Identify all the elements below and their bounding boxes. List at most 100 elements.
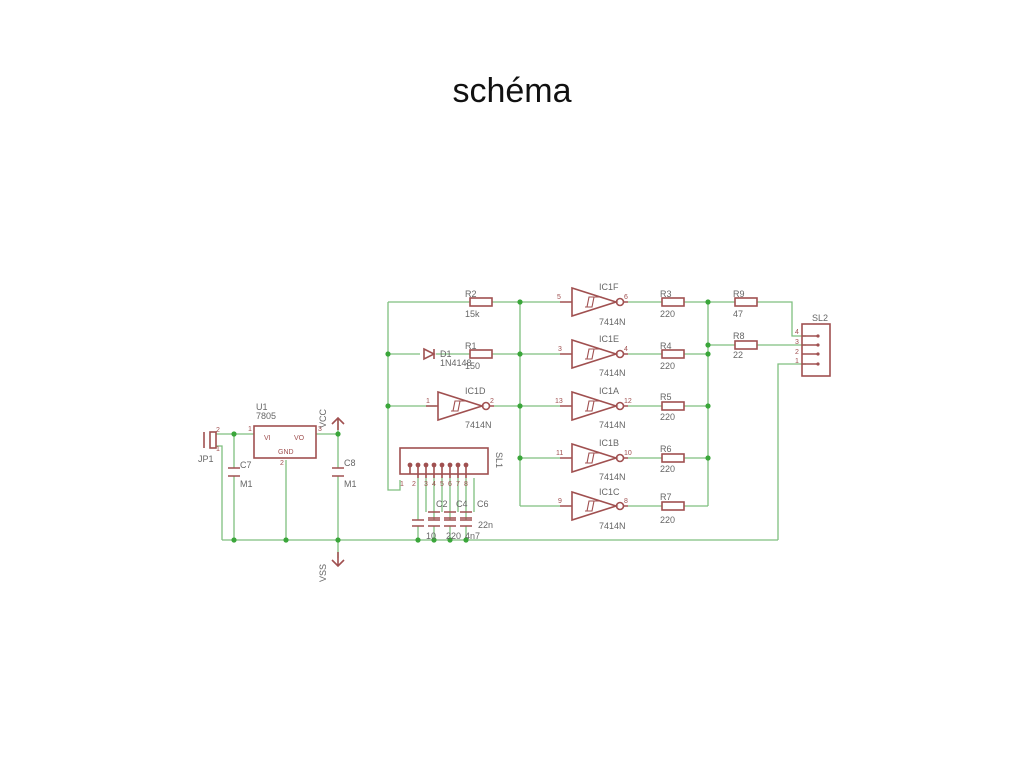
value-U1: 7805 xyxy=(256,411,276,421)
value-R5: 220 xyxy=(660,412,675,422)
label-D1: D1 xyxy=(440,349,452,359)
sl1-pin4: 4 xyxy=(432,481,436,488)
value-C10: 10 xyxy=(426,531,436,541)
pin-in-IC1A: 13 xyxy=(555,398,563,405)
pin-out-IC1F: 6 xyxy=(624,294,628,301)
label-R6: R6 xyxy=(660,444,672,454)
pin-in-IC1F: 5 xyxy=(557,294,561,301)
label-IC1D: IC1D xyxy=(465,386,486,396)
sl2-pin3: 3 xyxy=(795,339,799,346)
resistor-R3: R3 220 xyxy=(660,289,685,319)
diode-D1: D1 1N4148 xyxy=(423,347,472,368)
inverter-IC1E: 3 4 IC1E 7414N xyxy=(558,334,628,378)
regulator-U1: VI VO GND 1 3 2 U1 7805 xyxy=(248,402,322,467)
value-C4: 4n7 xyxy=(465,531,480,541)
value-IC1A: 7414N xyxy=(599,420,626,430)
label-R7: R7 xyxy=(660,492,672,502)
label-R3: R3 xyxy=(660,289,672,299)
pin-out-IC1C: 8 xyxy=(624,498,628,505)
label-VCC: VCC xyxy=(318,408,328,428)
pin-out-IC1B: 10 xyxy=(624,450,632,457)
resistor-R9: R9 47 xyxy=(733,289,758,319)
value-D1: 1N4148 xyxy=(440,358,472,368)
sl1-pin5: 5 xyxy=(440,481,444,488)
resistor-R8: R8 22 xyxy=(733,331,758,360)
value-R7: 220 xyxy=(660,515,675,525)
inverter-IC1A: 13 12 IC1A 7414N xyxy=(555,386,632,430)
u1-pin2: 2 xyxy=(280,460,284,467)
u1-pin3: 3 xyxy=(318,426,322,433)
jp1-pin2: 2 xyxy=(216,427,220,434)
u1-pin1: 1 xyxy=(248,426,252,433)
label-R1: R1 xyxy=(465,341,477,351)
value-R1: 150 xyxy=(465,361,480,371)
inverter-IC1C: 9 8 IC1C 7414N xyxy=(558,487,628,531)
junctions xyxy=(231,299,711,543)
value-C6: 22n xyxy=(478,520,493,530)
value-C8: M1 xyxy=(344,479,357,489)
inverter-IC1F: 5 6 IC1F 7414N xyxy=(557,282,628,327)
label-IC1C: IC1C xyxy=(599,487,620,497)
label-C4: C4 xyxy=(456,499,468,509)
resistor-R2: R2 15k xyxy=(465,289,493,319)
label-C8: C8 xyxy=(344,458,356,468)
label-U1: U1 xyxy=(256,402,268,412)
label-C6: C6 xyxy=(477,499,489,509)
pin-out-IC1A: 12 xyxy=(624,398,632,405)
jp1-pin1: 1 xyxy=(216,446,220,453)
value-R9: 47 xyxy=(733,309,743,319)
pin-in-IC1C: 9 xyxy=(558,498,562,505)
vss-symbol: VSS xyxy=(318,552,345,582)
value-IC1D: 7414N xyxy=(465,420,492,430)
resistor-R5: R5 220 xyxy=(660,392,685,422)
pin-out-IC1E: 4 xyxy=(624,346,628,353)
pin-in-IC1E: 3 xyxy=(558,346,562,353)
label-R2: R2 xyxy=(465,289,477,299)
u1-gnd: GND xyxy=(278,449,294,456)
label-R8: R8 xyxy=(733,331,745,341)
sl2-pin1: 1 xyxy=(795,358,799,365)
jumper-JP1: 2 1 JP1 xyxy=(198,427,220,464)
value-C7: M1 xyxy=(240,479,253,489)
connector-SL2: 4 3 2 1 SL2 xyxy=(795,313,831,377)
value-IC1F: 7414N xyxy=(599,317,626,327)
inverter-IC1B: 11 10 IC1B 7414N xyxy=(556,438,632,482)
pin-out-IC1D: 2 xyxy=(490,398,494,405)
slide-title: schéma xyxy=(452,72,572,110)
connector-SL1: 1 2 3 4 5 6 7 8 SL1 xyxy=(399,447,504,488)
value-IC1B: 7414N xyxy=(599,472,626,482)
label-IC1F: IC1F xyxy=(599,282,619,292)
sl2-pin2: 2 xyxy=(795,349,799,356)
wires xyxy=(216,301,806,558)
inverter-IC1D: 1 2 IC1D 7414N xyxy=(426,386,494,430)
capacitor-bank: C2 C4 C6 22n 10 220 4n7 xyxy=(412,499,493,541)
sl2-pin4: 4 xyxy=(795,329,799,336)
sl1-pin8: 8 xyxy=(464,481,468,488)
label-IC1B: IC1B xyxy=(599,438,619,448)
pin-in-IC1D: 1 xyxy=(426,398,430,405)
sl1-pin6: 6 xyxy=(448,481,452,488)
sl1-pin1: 1 xyxy=(400,481,404,488)
label-R5: R5 xyxy=(660,392,672,402)
label-R4: R4 xyxy=(660,341,672,351)
vcc-symbol: VCC xyxy=(318,408,345,430)
label-C2: C2 xyxy=(436,499,448,509)
value-R2: 15k xyxy=(465,309,480,319)
u1-vo: VO xyxy=(294,435,305,442)
value-R6: 220 xyxy=(660,464,675,474)
label-VSS: VSS xyxy=(318,564,328,582)
resistor-R7: R7 220 xyxy=(660,492,685,525)
value-IC1C: 7414N xyxy=(599,521,626,531)
value-C2: 220 xyxy=(446,531,461,541)
resistor-R1: R1 150 xyxy=(465,341,493,371)
resistor-R4: R4 220 xyxy=(660,341,685,371)
pin-in-IC1B: 11 xyxy=(556,450,563,457)
u1-vi: VI xyxy=(264,435,271,442)
resistor-R6: R6 220 xyxy=(660,444,685,474)
label-IC1E: IC1E xyxy=(599,334,619,344)
label-SL1: SL1 xyxy=(494,452,504,468)
value-R4: 220 xyxy=(660,361,675,371)
capacitor-C8: C8 M1 xyxy=(332,458,357,489)
sl1-pin2: 2 xyxy=(412,481,416,488)
